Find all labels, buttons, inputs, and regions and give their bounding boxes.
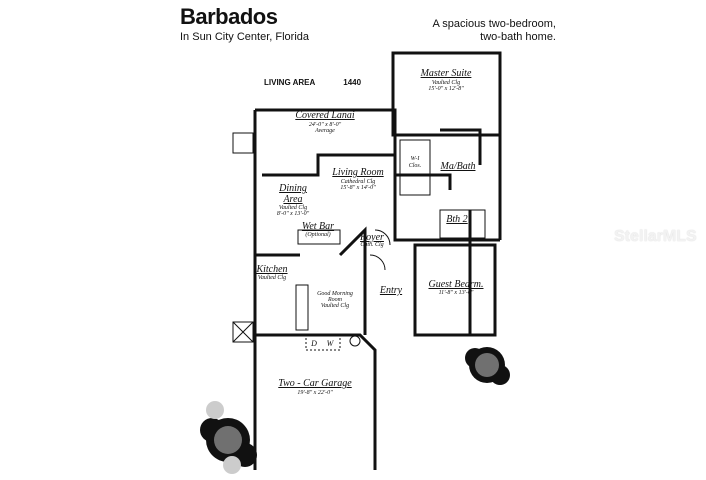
wet-bar-label: Wet Bar — [302, 221, 334, 232]
room-wic: W-I — [411, 156, 421, 162]
plan-title: Barbados — [180, 4, 278, 29]
watermark: StellarMLS — [614, 228, 697, 245]
room-dims: 11'-8" x 13'-0" — [439, 290, 474, 296]
room-master-suite: Master Suite — [420, 68, 472, 79]
room-garage: Two - Car Garage — [278, 378, 352, 389]
room-note: Average — [314, 128, 335, 134]
tagline-line: two-bath home. — [480, 31, 556, 43]
living-area-value: 1440 — [343, 78, 362, 87]
ac-unit — [232, 321, 254, 343]
wet-bar-note: (Optional) — [305, 231, 330, 238]
living-area-label: LIVING AREA — [264, 78, 316, 87]
room-living: Living Room — [331, 167, 383, 178]
washer-dryer — [305, 335, 341, 351]
water-heater — [349, 335, 361, 347]
room-dims: 19'-8" x 22'-0" — [297, 390, 333, 396]
room-covered-lanai: Covered Lanai — [295, 110, 355, 121]
room-note: Vaulted Clg — [279, 205, 307, 211]
room-note: Vaulted Clg — [258, 275, 286, 281]
room-bath-2: Bth 2 — [446, 214, 467, 225]
room-dining-line2: Area — [282, 194, 302, 205]
shrubs — [206, 401, 241, 474]
room-note: Cath. Clg — [360, 242, 383, 248]
room-dims: 8'-0" x 13'-0" — [277, 211, 310, 217]
plan-tagline: A spacious two-bedroom,two-bath home. — [432, 18, 556, 44]
tree-right — [465, 347, 510, 385]
wet-bar — [297, 229, 341, 245]
room-dims: 24'-0" x 8'-0" — [309, 121, 342, 128]
room-note: Vaulted Clg — [432, 80, 460, 86]
room-morning: Good Morning — [317, 291, 353, 297]
room-wic-line2: Clos. — [409, 163, 422, 169]
walls — [253, 51, 502, 470]
room-note: Vaulted Clg — [321, 303, 349, 309]
tagline-line: A spacious two-bedroom, — [432, 18, 556, 30]
washer-label: W — [327, 339, 335, 348]
lanai-step — [232, 132, 254, 154]
living-area: LIVING AREA 1440 — [264, 78, 361, 87]
room-entry: Entry — [379, 285, 403, 296]
room-dims: 15'-0" x 12'-8" — [428, 86, 464, 92]
plan-location: In Sun City Center, Florida — [180, 31, 310, 43]
room-dining: Dining — [278, 183, 307, 194]
room-master-bath: Ma/Bath — [440, 161, 476, 172]
entry-door-swing — [369, 254, 386, 271]
room-kitchen: Kitchen — [255, 264, 287, 275]
walk-in-closet — [399, 139, 431, 196]
room-morning-line2: Room — [327, 297, 343, 303]
room-foyer: Foyer — [359, 232, 384, 243]
bath-2-fixtures — [439, 209, 486, 239]
room-dims: 15'-8" x 14'-0" — [340, 184, 376, 191]
kitchen-island — [295, 284, 309, 331]
room-note: Cathedral Clg — [341, 179, 376, 185]
room-guest-bedroom: Guest Bedrm. — [429, 279, 484, 290]
door-swing — [374, 229, 391, 246]
dryer-label: D — [310, 339, 317, 348]
